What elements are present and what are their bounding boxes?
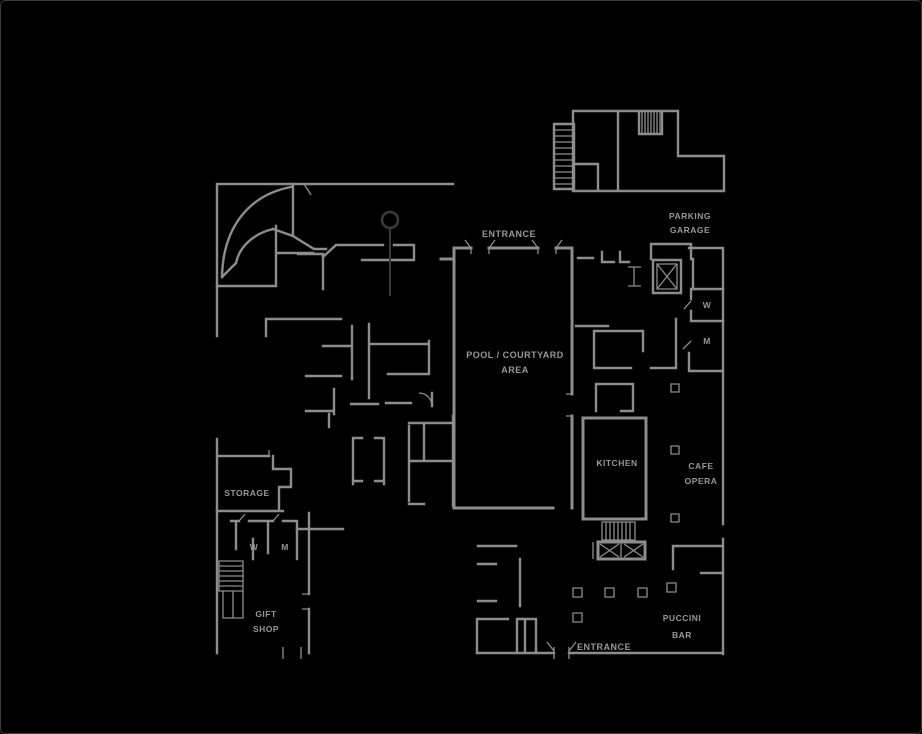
escalator-box [596,540,647,561]
label-cafe-line1: CAFE [688,461,713,471]
restroom-door-swings-right [682,300,692,350]
pool-door-ticks [464,239,572,417]
label-puccini-line2: BAR [672,630,692,640]
label-storage: STORAGE [224,488,269,498]
label-restroom-w-left: W [250,542,259,552]
left-wing-door-ticks [238,450,309,659]
right-building [475,242,725,659]
label-entrance-bottom: ENTRANCE [577,642,631,652]
elevator-shaft [651,258,683,295]
left-wing-walls [215,454,311,655]
pool-courtyard [439,239,574,510]
restroom-walls-right [687,287,725,373]
stair-hatch-below-kitchen [601,521,636,541]
left-outer-walls [215,182,455,655]
garage-stair-hatch [554,111,661,185]
label-cafe-line2: OPERA [685,476,718,486]
kitchen-upper-room [594,382,635,413]
label-parking-line1: PARKING [669,211,711,221]
label-kitchen: KITCHEN [596,458,637,468]
garage-outline [552,109,726,193]
label-pool-line1: POOL / COURTYARD [466,350,564,360]
interior-door-swing [303,183,433,407]
left-wing [215,450,311,659]
label-pool-line2: AREA [501,365,529,375]
labels: ENTRANCE PARKING GARAGE POOL / COURTYARD… [224,211,717,652]
right-outer-walls [576,242,725,656]
parking-garage-building [552,109,726,193]
interior-room-walls [264,243,455,531]
curved-room [215,182,328,288]
label-parking-line2: GARAGE [670,225,710,235]
lower-center-walls [475,544,538,655]
label-gift-line2: SHOP [253,624,279,634]
elevator-x [628,263,678,290]
puccini-room-walls [671,544,725,575]
left-stair-hatch [218,560,244,619]
label-restroom-m-right: M [703,336,711,346]
label-restroom-w-right: W [703,300,712,310]
kitchen-outline [581,416,648,521]
pool-outline [439,246,574,510]
label-restroom-m-left: M [281,542,289,552]
label-puccini-line1: PUCCINI [663,613,701,623]
label-entrance-top: ENTRANCE [482,229,536,239]
escalator-x-marks [592,542,644,559]
service-room-walls [574,317,678,370]
lower-center-rooms [475,544,538,655]
column-pillars [572,383,680,623]
location-pin-marker [380,210,400,296]
bottom-entrance-door-ticks [546,641,577,659]
label-gift-line1: GIFT [255,609,277,619]
left-interior-block [215,182,455,655]
pin-circle-icon [380,210,400,230]
